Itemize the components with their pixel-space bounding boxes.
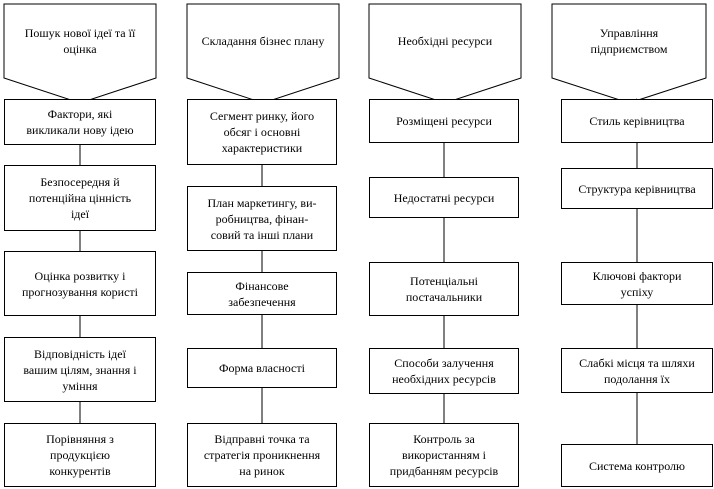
column-4-step-5: Система контролю <box>561 444 713 487</box>
column-4-header: Управління підприємством <box>590 26 668 56</box>
column-2-step-4: Форма власності <box>187 348 337 388</box>
column-1-step-4: Відповідність ідеї вашим цілям, знання і… <box>4 337 156 402</box>
column-1-step-1: Фактори, які викликали нову ідею <box>4 99 156 145</box>
column-4-step-2: Структура керівництва <box>561 168 713 209</box>
column-2-step-5: Відправні точка та стратегія проникнення… <box>187 423 337 487</box>
column-1-header-shape <box>3 3 157 104</box>
column-3-step-1: Розміщені ресурси <box>369 99 519 143</box>
column-2-header-shape <box>186 3 340 104</box>
column-4-step-1: Стиль керівництва <box>561 99 713 143</box>
column-3-header: Необхідні ресурси <box>397 34 493 48</box>
column-1-step-3: Оцінка розвитку і прогнозування користі <box>4 251 156 316</box>
column-4-header-shape <box>551 3 707 104</box>
column-2-step-2: План маркетингу, ви- робництва, фінан- с… <box>187 186 337 251</box>
column-3-step-3: Потенціальні постачальники <box>369 262 519 316</box>
column-2-header: Складання бізнес плану <box>201 34 325 48</box>
column-3-step-4: Способи залучення необхідних ресурсів <box>369 348 519 394</box>
column-3-header-shape <box>368 3 522 104</box>
column-2-step-1: Сегмент ринку, його обсяг і основні хара… <box>187 99 337 165</box>
column-1-step-2: Безпосередня й потенційна цінність ідеї <box>4 165 156 231</box>
column-1-header: Пошук нової ідеї та її оцінка <box>24 26 136 56</box>
column-3-step-2: Недостатні ресурси <box>369 177 519 218</box>
column-4-step-4: Слабкі місця та шляхи подолання їх <box>561 348 713 393</box>
column-2-step-3: Фінансове забезпечення <box>187 272 337 315</box>
column-1-step-5: Порівняння з продукцією конкурентів <box>4 423 156 487</box>
column-4-step-3: Ключові фактори успіху <box>561 262 713 305</box>
column-3-step-5: Контроль за використанням і придбанням р… <box>369 423 519 487</box>
